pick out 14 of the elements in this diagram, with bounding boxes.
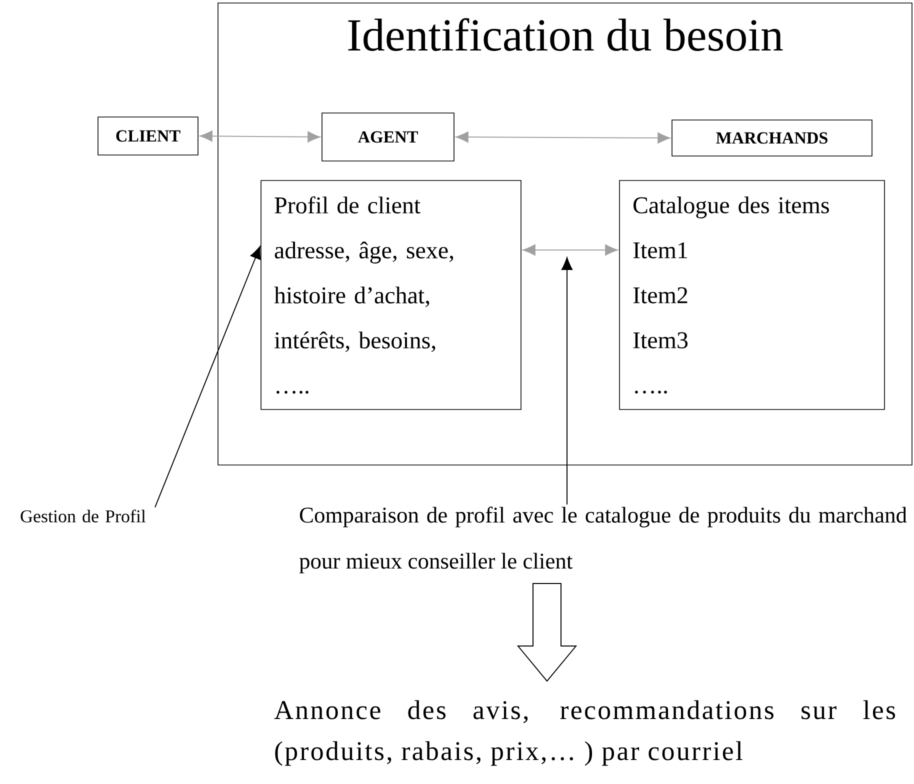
double-arrow <box>522 244 618 256</box>
entity-box: AGENT <box>322 112 454 162</box>
annotation-text: Comparaison de profil avec le catalogue de produits du marchand pour mieux conseiller le client <box>299 506 907 574</box>
double-arrow <box>200 130 320 142</box>
catalogue-box: Catalogue des items Item1 Item2 Item3 ….. <box>619 180 885 410</box>
leader-arrow <box>561 257 573 505</box>
block-arrow <box>516 583 578 682</box>
result-text: Annonce des avis, recommandations sur les (produits, rabais, prix,… ) par courriel <box>274 700 896 766</box>
annotation-text: Gestion de Profil <box>20 510 146 522</box>
entity-box: MARCHANDS <box>672 120 872 156</box>
profile-box: Profil de client adresse, âge, sexe, histoire d’achat, intérêts, besoins, ….. <box>260 180 522 410</box>
entity-box: CLIENT <box>98 116 198 156</box>
double-arrow <box>456 132 670 144</box>
leader-arrow <box>154 246 261 508</box>
